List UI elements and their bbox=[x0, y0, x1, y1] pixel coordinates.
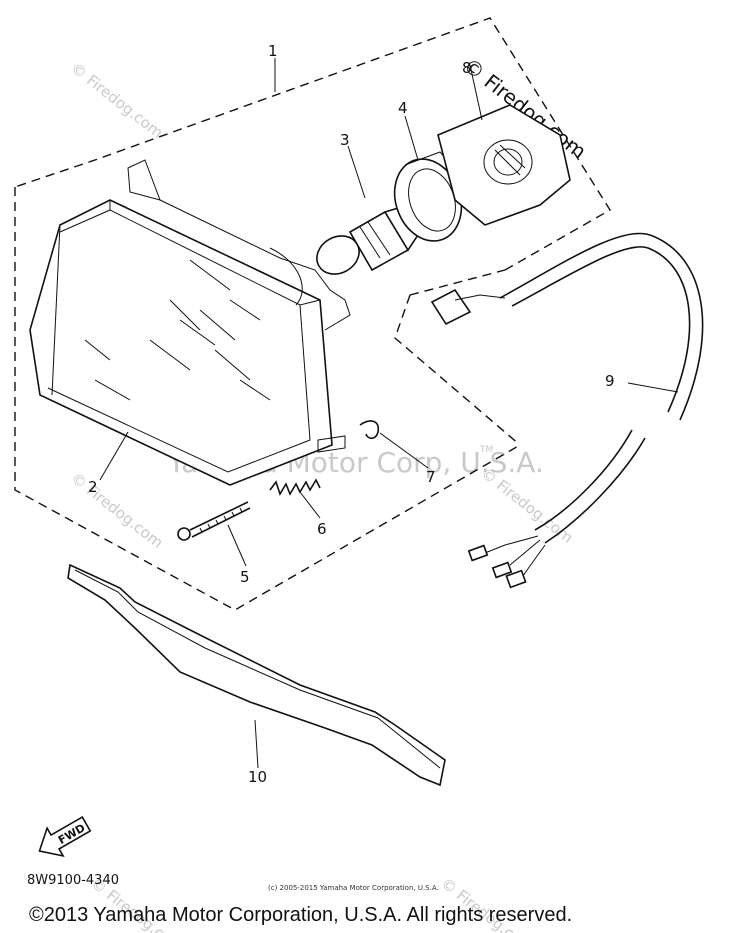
callout-10: 10 bbox=[248, 768, 267, 786]
callout-2: 2 bbox=[88, 478, 98, 496]
assembly-boundary bbox=[14, 17, 611, 611]
callout-6: 6 bbox=[317, 520, 327, 538]
callout-1: 1 bbox=[268, 42, 278, 60]
callout-8: 8 bbox=[462, 59, 472, 77]
small-copyright: (c) 2005-2015 Yamaha Motor Corporation, … bbox=[268, 884, 439, 892]
dust-cover bbox=[437, 104, 571, 226]
copyright-notice: ©2013 Yamaha Motor Corporation, U.S.A. A… bbox=[29, 904, 572, 926]
watermark-firedog-1: © Firedog.com bbox=[68, 59, 167, 142]
spring bbox=[269, 478, 321, 496]
fwd-arrow: FWD bbox=[38, 815, 92, 857]
leader-lines bbox=[99, 58, 679, 769]
watermark-firedog-2: © Firedog.com bbox=[68, 469, 167, 552]
adjust-screw bbox=[177, 501, 251, 541]
callout-7: 7 bbox=[426, 468, 436, 486]
callout-9: 9 bbox=[605, 372, 615, 390]
callouts: 1 2 3 4 5 6 7 8 9 10 bbox=[88, 42, 615, 786]
callout-5: 5 bbox=[240, 568, 250, 586]
callout-3: 3 bbox=[340, 131, 350, 149]
callout-4: 4 bbox=[398, 99, 408, 117]
watermark-tm: TM bbox=[479, 445, 493, 455]
clip bbox=[359, 420, 380, 440]
headlight-lens bbox=[29, 159, 351, 486]
headlight-stay bbox=[67, 563, 446, 787]
bulb bbox=[316, 205, 421, 275]
diagram-code: 8W9100-4340 bbox=[27, 873, 119, 888]
wire-harness bbox=[430, 232, 704, 589]
